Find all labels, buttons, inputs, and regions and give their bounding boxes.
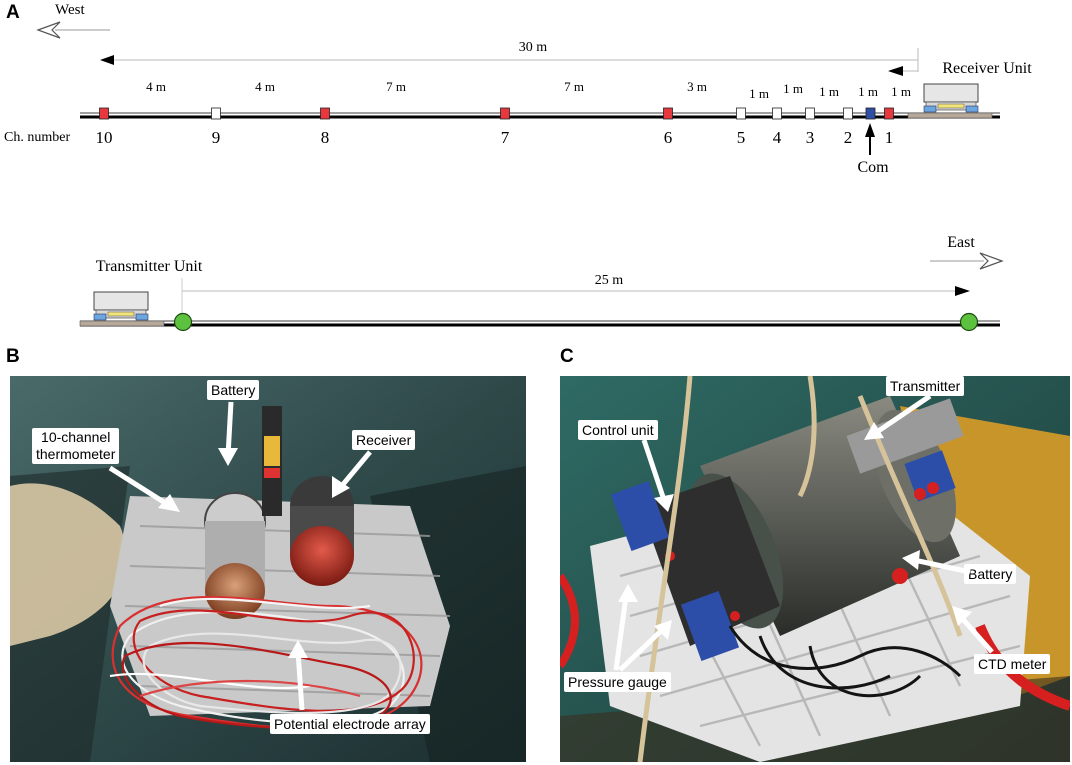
transmitter-span-label: 25 m [595, 273, 624, 288]
west-arrow-icon [36, 21, 110, 39]
receiver-unit-label: Receiver Unit [942, 60, 1032, 77]
electrode-ch-9 [211, 107, 221, 120]
receiver-photo-illustration [10, 376, 526, 762]
segment-distance-label: 1 m [783, 81, 803, 96]
panel-label-a: A [6, 2, 20, 23]
segment-distance-label: 4 m [146, 79, 166, 94]
receiver-pointer-arrow [888, 66, 918, 76]
panel-label-c: C [560, 346, 574, 367]
transmitter-unit [79, 291, 165, 327]
channel-number-label: 10 [96, 128, 113, 147]
segment-distance-label: 7 m [386, 79, 406, 94]
segment-distance-label: 1 m [749, 86, 769, 101]
segment-distance-label: 4 m [255, 79, 275, 94]
channel-number-label: 4 [773, 128, 782, 147]
arrow-thermometer [108, 465, 172, 509]
callout-electrode-array: Potential electrode array [270, 714, 430, 734]
electrode-ch-7 [500, 107, 510, 120]
com-electrode [865, 107, 876, 120]
transmitter-electrode-west [173, 312, 193, 332]
callout-receiver: Receiver [352, 430, 416, 450]
electrode-ch-1 [884, 107, 894, 120]
transmitter-span-arrow [181, 278, 970, 322]
com-arrow-icon [865, 123, 875, 155]
callout-ctd-meter: CTD meter [974, 654, 1051, 674]
callout-thermometer: 10-channel thermometer [32, 428, 120, 464]
segment-distance-label: 3 m [687, 79, 707, 94]
photo-b-arrows [108, 401, 372, 711]
channel-number-label: 8 [321, 128, 330, 147]
receiver-span-arrow [100, 48, 919, 72]
electrode-ch-4 [772, 107, 782, 120]
callout-battery-c: Battery [964, 564, 1017, 584]
layout-diagram: West 30 m Receiver Unit 4 m 4 m 7 m 7 m 3 m 1… [4, 2, 1032, 332]
channel-number-label: 7 [501, 128, 510, 147]
panel-label-b: B [6, 346, 20, 367]
segment-labels: 4 m 4 m 7 m 7 m 3 m 1 m 1 m 1 m 1 m 1 m [146, 79, 911, 101]
electrode-ch-6 [663, 107, 673, 120]
arrow-battery-b [225, 401, 234, 457]
receiver-span-label: 30 m [519, 40, 548, 55]
channel-number-label: 1 [885, 128, 894, 147]
transmitter-photo-illustration [560, 376, 1070, 762]
channel-number-label: 2 [844, 128, 853, 147]
channel-number-label: 9 [212, 128, 221, 147]
electrode-ch-3 [805, 107, 815, 120]
photo-c-arrows [613, 393, 994, 672]
east-label: East [947, 234, 975, 251]
photo-receiver-unit: Battery 10-channel thermometer Receiver … [10, 376, 526, 762]
electrode-ch-8 [320, 107, 330, 120]
electrode-ch-10 [99, 107, 109, 120]
east-arrow-icon [930, 252, 1004, 270]
segment-distance-label: 1 m [891, 84, 911, 99]
west-label: West [55, 2, 85, 18]
segment-distance-label: 1 m [819, 84, 839, 99]
transmitter-electrode-east [959, 312, 979, 332]
transmitter-unit-label: Transmitter Unit [96, 258, 203, 275]
callout-control-unit: Control unit [578, 420, 658, 440]
channel-number-label: 3 [806, 128, 815, 147]
segment-distance-label: 1 m [858, 84, 878, 99]
arrow-receiver [338, 450, 372, 490]
callout-transmitter: Transmitter [886, 376, 965, 396]
electrode-ch-5 [736, 107, 746, 120]
arrow-electrode-array [295, 650, 305, 711]
electrodes: 10 9 8 7 6 5 4 3 2 1 [96, 107, 894, 147]
segment-distance-label: 7 m [564, 79, 584, 94]
channel-number-label: 5 [737, 128, 746, 147]
receiver-unit [907, 83, 993, 119]
photo-transmitter-unit: Transmitter Control unit Battery Pressur… [560, 376, 1070, 762]
callout-battery-b: Battery [207, 380, 260, 400]
com-label: Com [857, 159, 889, 176]
channel-row-label: Ch. number [4, 130, 70, 145]
electrode-ch-2 [843, 107, 853, 120]
callout-pressure-gauge: Pressure gauge [564, 672, 671, 692]
channel-number-label: 6 [664, 128, 673, 147]
